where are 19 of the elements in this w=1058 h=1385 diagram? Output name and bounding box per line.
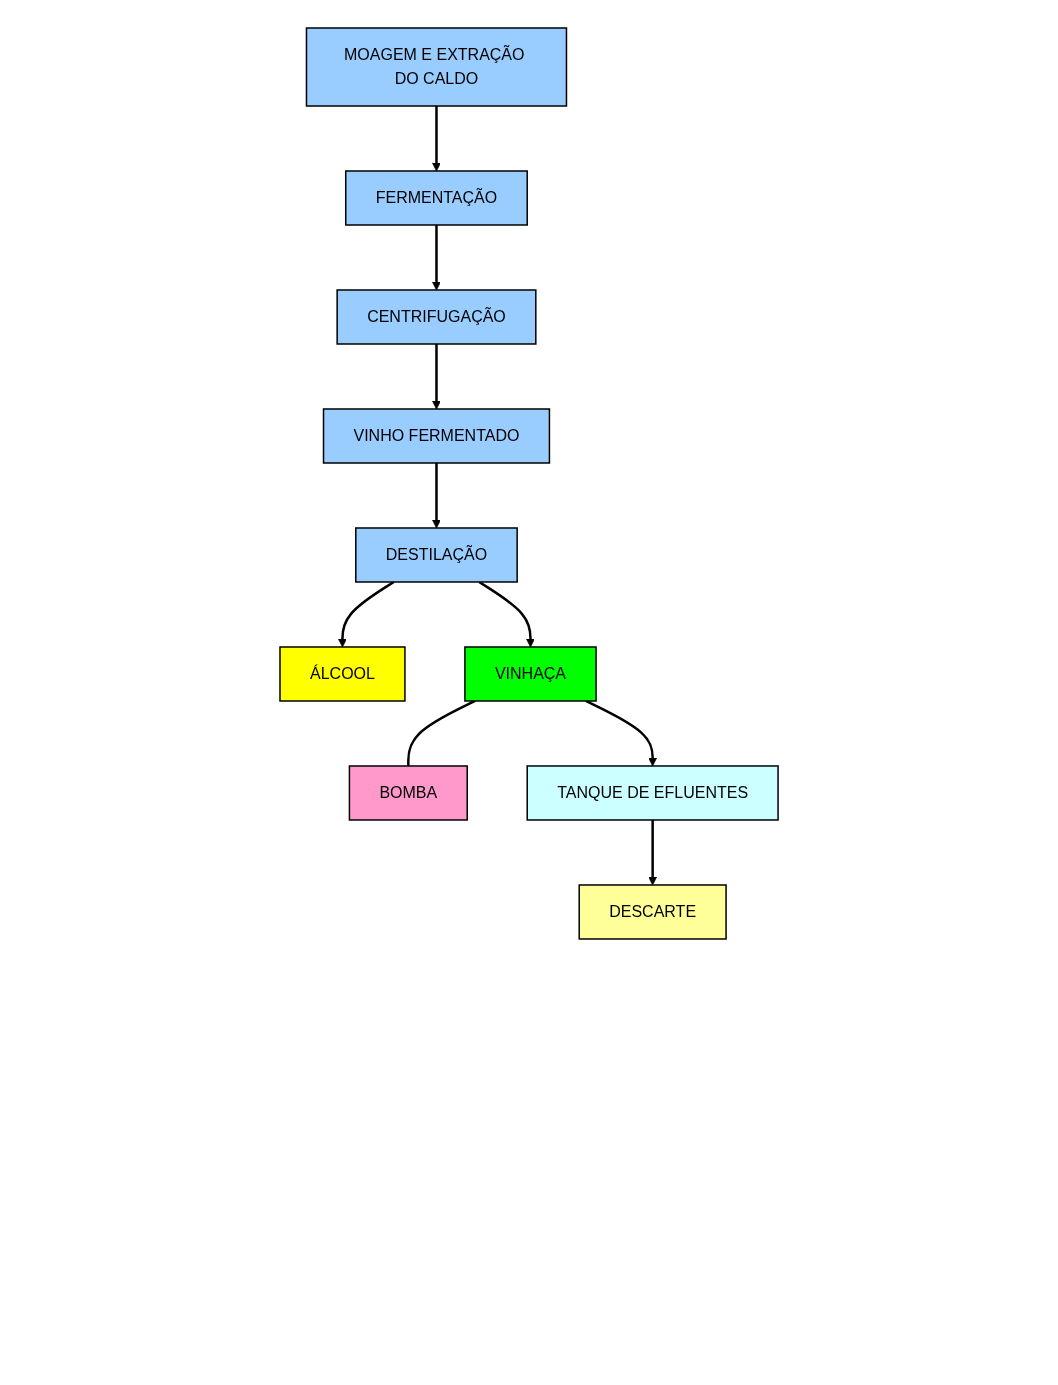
node-box: ÁLCOOL	[279, 646, 406, 702]
arrow	[648, 820, 657, 886]
node-box: BOMBA	[348, 765, 468, 821]
node-box: CENTRIFUGAÇÃO	[336, 289, 537, 345]
arrow	[432, 225, 441, 291]
node-box: VINHO FERMENTADO	[322, 408, 551, 464]
connector	[407, 699, 476, 766]
arrow	[432, 344, 441, 410]
node-box: TANQUE DE EFLUENTES	[526, 765, 779, 821]
arrow	[432, 463, 441, 529]
node-box: MOAGEM E EXTRAÇÃO DO CALDO	[305, 27, 568, 107]
node-box: FERMENTAÇÃO	[344, 170, 528, 226]
node-box: DESCARTE	[578, 884, 727, 940]
node-box: VINHAÇA	[464, 646, 597, 702]
node-box: DESTILAÇÃO	[355, 527, 518, 583]
arrow	[432, 106, 441, 172]
arrow	[585, 699, 657, 767]
arrow	[478, 580, 535, 648]
arrow	[338, 580, 395, 648]
